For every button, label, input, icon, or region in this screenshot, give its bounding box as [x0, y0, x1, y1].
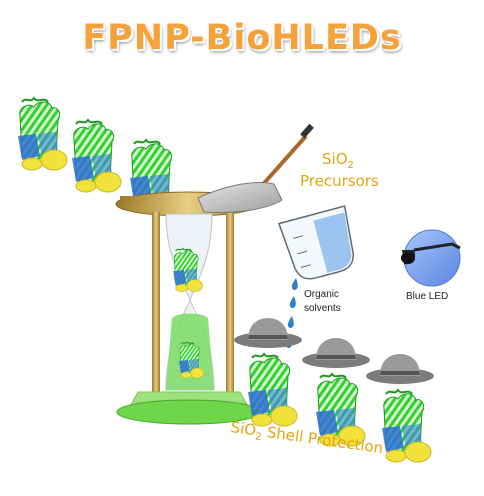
precursor-si-text: SiO	[322, 150, 348, 168]
led-label: Blue LED	[406, 291, 449, 302]
solvent-label-line1: Organic	[304, 289, 340, 300]
beaker-icon	[277, 205, 354, 280]
protein-icon	[17, 97, 68, 171]
precursor-label: SiO2	[322, 150, 354, 171]
shell-si-text: SiO	[229, 418, 258, 440]
precursor-subscript: 2	[347, 160, 354, 171]
hat-icon	[366, 354, 434, 384]
hat-icon	[302, 338, 370, 368]
solvent-label-line2: solvents	[304, 303, 341, 314]
protein-icon	[247, 353, 298, 427]
protein-icon	[381, 389, 432, 463]
blue-led-icon	[401, 229, 461, 287]
hourglass-icon	[115, 191, 262, 425]
shovel-icon	[197, 123, 314, 213]
precursor-word: Precursors	[300, 172, 379, 190]
page-title: FPNP-BioHLEDs	[82, 18, 402, 58]
protein-icon	[71, 119, 122, 193]
